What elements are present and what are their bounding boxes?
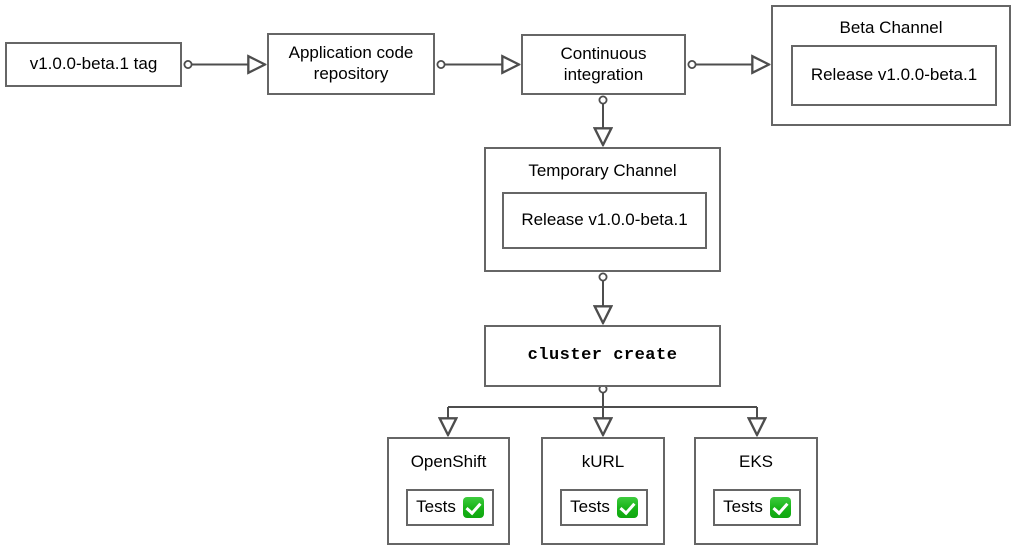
openshift-tests-box[interactable]: Tests: [406, 489, 494, 526]
container-kurl[interactable]: kURL Tests: [541, 437, 665, 545]
node-tag-label: v1.0.0-beta.1 tag: [29, 54, 158, 74]
openshift-tests-label: Tests: [416, 497, 456, 517]
node-application-code-repository[interactable]: Application code repository: [267, 33, 435, 95]
eks-tests-box[interactable]: Tests: [713, 489, 801, 526]
openshift-title: OpenShift: [410, 452, 487, 471]
kurl-tests-label: Tests: [570, 497, 610, 517]
edge-temporary-channel-to-cluster-create: [599, 272, 606, 323]
node-cluster-create[interactable]: cluster create: [484, 325, 721, 387]
kurl-title: kURL: [581, 452, 625, 471]
edge-cluster-create-fork: [448, 384, 757, 435]
beta-channel-title: Beta Channel: [839, 18, 943, 37]
temporary-channel-title: Temporary Channel: [528, 161, 677, 180]
temporary-channel-release-label: Release v1.0.0-beta.1: [521, 210, 688, 230]
check-mark-button-icon: [769, 497, 791, 518]
container-beta-channel[interactable]: Beta Channel Release v1.0.0-beta.1: [771, 5, 1011, 126]
node-cluster-create-label: cluster create: [527, 345, 678, 365]
node-continuous-integration[interactable]: Continuous integration: [521, 34, 686, 95]
node-continuous-integration-label: Continuous integration: [560, 43, 647, 84]
kurl-tests-box[interactable]: Tests: [560, 489, 648, 526]
beta-channel-release-box[interactable]: Release v1.0.0-beta.1: [791, 45, 997, 106]
check-mark-button-icon: [462, 497, 484, 518]
beta-channel-release-label: Release v1.0.0-beta.1: [810, 65, 978, 85]
container-eks[interactable]: EKS Tests: [694, 437, 818, 545]
edge-repo-to-ci: [436, 61, 519, 68]
edge-ci-to-beta-channel: [687, 61, 769, 68]
eks-title: EKS: [738, 452, 774, 471]
container-temporary-channel[interactable]: Temporary Channel Release v1.0.0-beta.1: [484, 147, 721, 272]
edge-tag-to-repo: [183, 61, 265, 68]
node-tag[interactable]: v1.0.0-beta.1 tag: [5, 42, 182, 87]
edge-ci-to-temporary-channel: [599, 95, 606, 145]
node-application-code-repository-label: Application code repository: [288, 43, 414, 83]
container-openshift[interactable]: OpenShift Tests: [387, 437, 510, 545]
check-mark-button-icon: [616, 497, 638, 518]
eks-tests-label: Tests: [723, 497, 763, 517]
temporary-channel-release-box[interactable]: Release v1.0.0-beta.1: [502, 192, 707, 249]
